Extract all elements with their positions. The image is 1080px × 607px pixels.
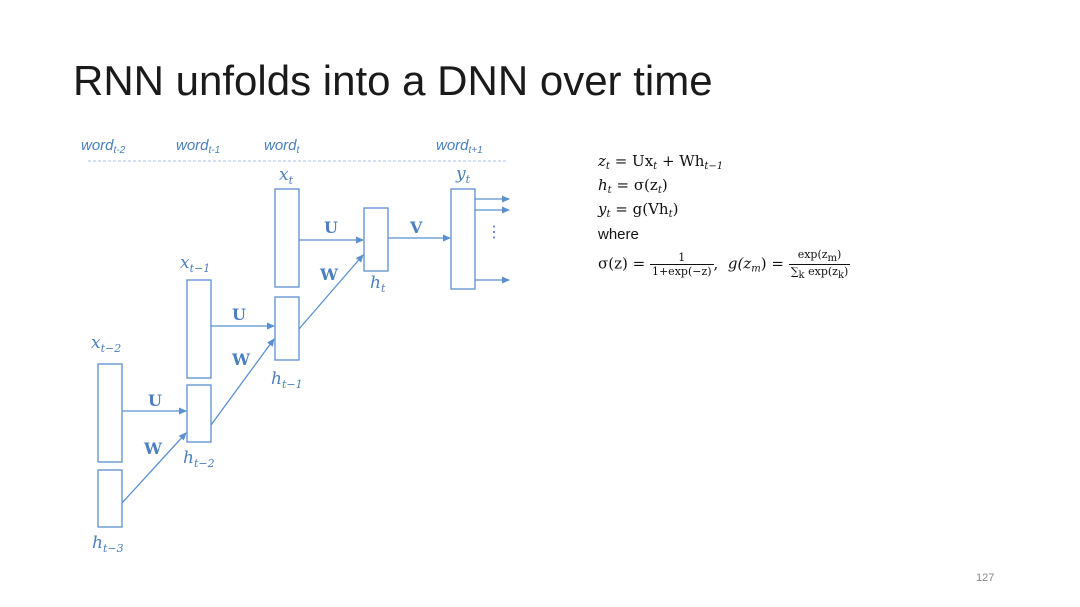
weight-label-w-1: W xyxy=(144,439,162,458)
hidden-label-t-minus-2: ht−2 xyxy=(183,448,215,470)
slide-title: RNN unfolds into a DNN over time xyxy=(73,57,713,104)
weight-label-u-3: U xyxy=(324,218,338,237)
output-ellipsis: ⋮ xyxy=(486,222,502,241)
hidden-box-t-minus-2 xyxy=(186,384,212,443)
equation-h: ht = σ(zt) xyxy=(598,176,668,196)
word-label-t-minus-2: wordt-2 xyxy=(81,137,126,156)
output-label: yt xyxy=(456,164,471,186)
hidden-label-t-minus-3: ht−3 xyxy=(92,533,124,555)
weight-label-w-2: W xyxy=(232,350,250,369)
hidden-box-t-minus-1 xyxy=(274,296,300,361)
weight-label-u-2: U xyxy=(232,305,246,324)
input-box-t-minus-2 xyxy=(97,363,123,463)
equation-y: yt = g(Vht) xyxy=(598,200,679,220)
softmax-fraction: exp(zm)∑k exp(zk) xyxy=(788,248,851,281)
input-label-t: xt xyxy=(279,165,294,187)
input-box-t xyxy=(274,188,300,288)
weight-label-v: V xyxy=(410,218,423,237)
word-label-t: wordt xyxy=(264,137,300,156)
weight-label-u-1: U xyxy=(148,391,162,410)
hidden-box-t xyxy=(363,207,389,272)
output-box xyxy=(450,188,476,290)
input-box-t-minus-1 xyxy=(186,279,212,379)
input-label-t-minus-2: xt−2 xyxy=(91,333,122,355)
page-number: 127 xyxy=(976,572,995,584)
hidden-box-t-minus-3 xyxy=(97,469,123,528)
where-text: where xyxy=(598,226,639,243)
w-arrow-t-minus-1 xyxy=(298,254,364,330)
hidden-label-t: ht xyxy=(370,273,386,295)
w-arrow-t-minus-3 xyxy=(121,432,187,504)
input-label-t-minus-1: xt−1 xyxy=(180,253,211,275)
w-arrow-t-minus-2 xyxy=(210,338,275,426)
word-label-t-minus-1: wordt-1 xyxy=(176,137,221,156)
equation-z: zt = Uxt + Wht−1 xyxy=(598,152,724,172)
weight-label-w-3: W xyxy=(320,265,338,284)
word-label-t-plus-1: wordt+1 xyxy=(436,137,483,156)
hidden-label-t-minus-1: ht−1 xyxy=(271,369,303,391)
